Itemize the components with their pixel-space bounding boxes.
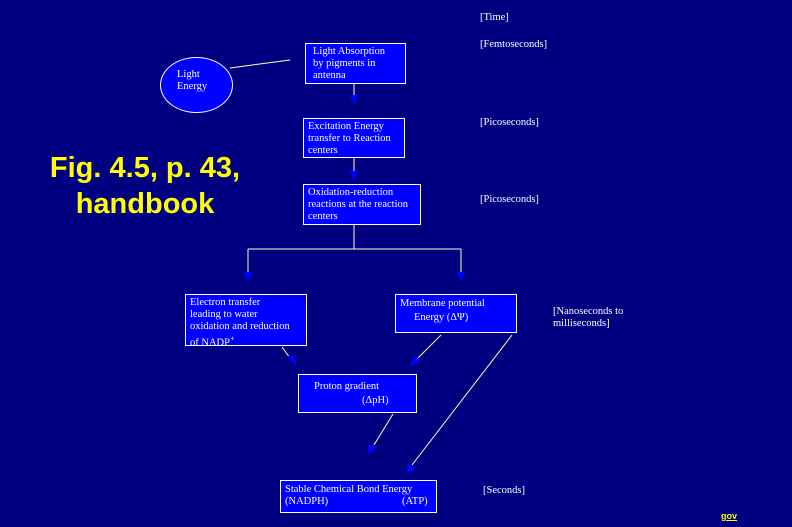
connector-membrane-to-proton [417, 334, 442, 359]
light-energy-node: Light Energy [160, 57, 233, 113]
timescale-picoseconds-2: [Picoseconds] [480, 194, 539, 205]
arrowhead-7 [367, 444, 377, 455]
nadph-label: (NADPH) [285, 496, 329, 507]
nadp-label: of NADP+ [190, 334, 235, 349]
arrowhead-8 [407, 464, 416, 475]
timescale-nanoseconds: [Nanoseconds to milliseconds] [553, 306, 624, 329]
timescale-picoseconds-1: [Picoseconds] [480, 117, 539, 128]
arrowhead-5 [287, 356, 296, 366]
gov-link[interactable]: gov [721, 511, 738, 521]
connector-light-to-absorption [229, 59, 291, 69]
arrowhead-2 [350, 171, 358, 181]
excitation-transfer-box: Excitation Energy transfer to Reaction c… [303, 118, 405, 158]
time-header: [Time] [480, 12, 509, 23]
oxidation-reduction-box: Oxidation-reduction reactions at the rea… [303, 184, 421, 225]
atp-label: (ATP) [402, 496, 428, 507]
stable-chemical-bond-box: Stable Chemical Bond Energy (NADPH) (ATP… [280, 480, 437, 513]
membrane-potential-box: Membrane potential Energy (ΔΨ) [395, 294, 517, 333]
arrowhead-6 [410, 355, 421, 366]
connector-membrane-to-stable [411, 334, 513, 466]
electron-transfer-box: Electron transfer leading to water oxida… [185, 294, 307, 349]
arrowhead-3 [244, 272, 252, 282]
proton-gradient-box: Proton gradient (ΔpH) [298, 374, 417, 413]
arrowhead-1 [350, 95, 358, 105]
arrowhead-4 [457, 272, 465, 282]
light-absorption-box: Light Absorption by pigments in antenna [305, 43, 406, 84]
connector-proton-to-stable [373, 413, 394, 446]
timescale-seconds: [Seconds] [483, 485, 525, 496]
timescale-femtoseconds: [Femtoseconds] [480, 39, 548, 50]
figure-title: Fig. 4.5, p. 43, handbook [49, 152, 241, 220]
